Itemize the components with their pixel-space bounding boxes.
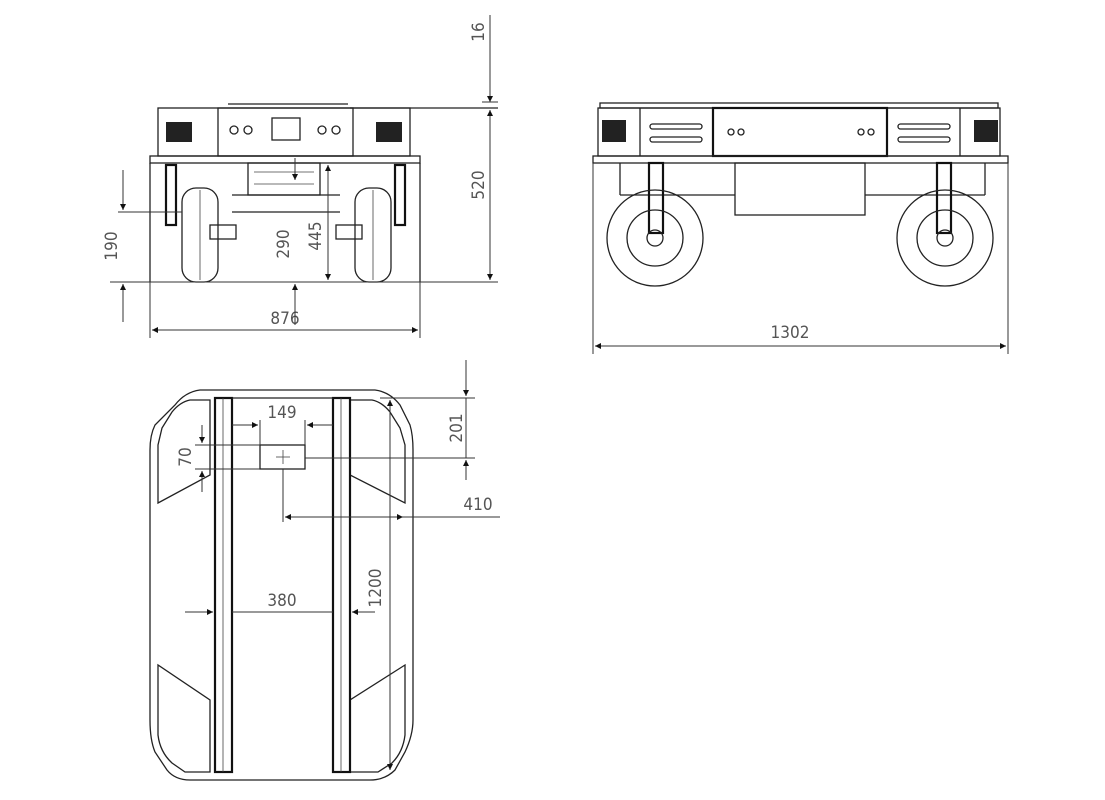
dim-mount-width: 149 — [267, 403, 296, 423]
left-light-icon — [166, 122, 192, 142]
dim-length: 1302 — [771, 323, 810, 343]
side-view: 1302 — [592, 102, 1009, 354]
top-view: 149 201 70 410 380 1200 — [149, 360, 500, 781]
rear-light-icon — [974, 120, 998, 142]
dim-height: 520 — [469, 170, 489, 199]
dim-width: 876 — [270, 309, 299, 329]
dim-rail-spacing: 380 — [267, 591, 296, 611]
front-view: 876 520 16 190 290 445 — [102, 15, 498, 338]
dim-wheel-axis-height: 290 — [274, 229, 294, 258]
front-wheel — [606, 189, 704, 287]
dim-rail-length: 1200 — [366, 569, 386, 608]
dim-body-height: 445 — [306, 221, 326, 250]
dim-mount-offset-front: 201 — [447, 413, 467, 442]
dim-mount-depth: 70 — [176, 447, 196, 466]
dim-top-offset: 16 — [469, 22, 489, 41]
front-light-icon — [602, 120, 626, 142]
right-light-icon — [376, 122, 402, 142]
dim-mount-offset-side: 410 — [463, 495, 492, 515]
dim-ground-clearance: 190 — [102, 231, 122, 260]
rear-wheel — [896, 189, 994, 287]
